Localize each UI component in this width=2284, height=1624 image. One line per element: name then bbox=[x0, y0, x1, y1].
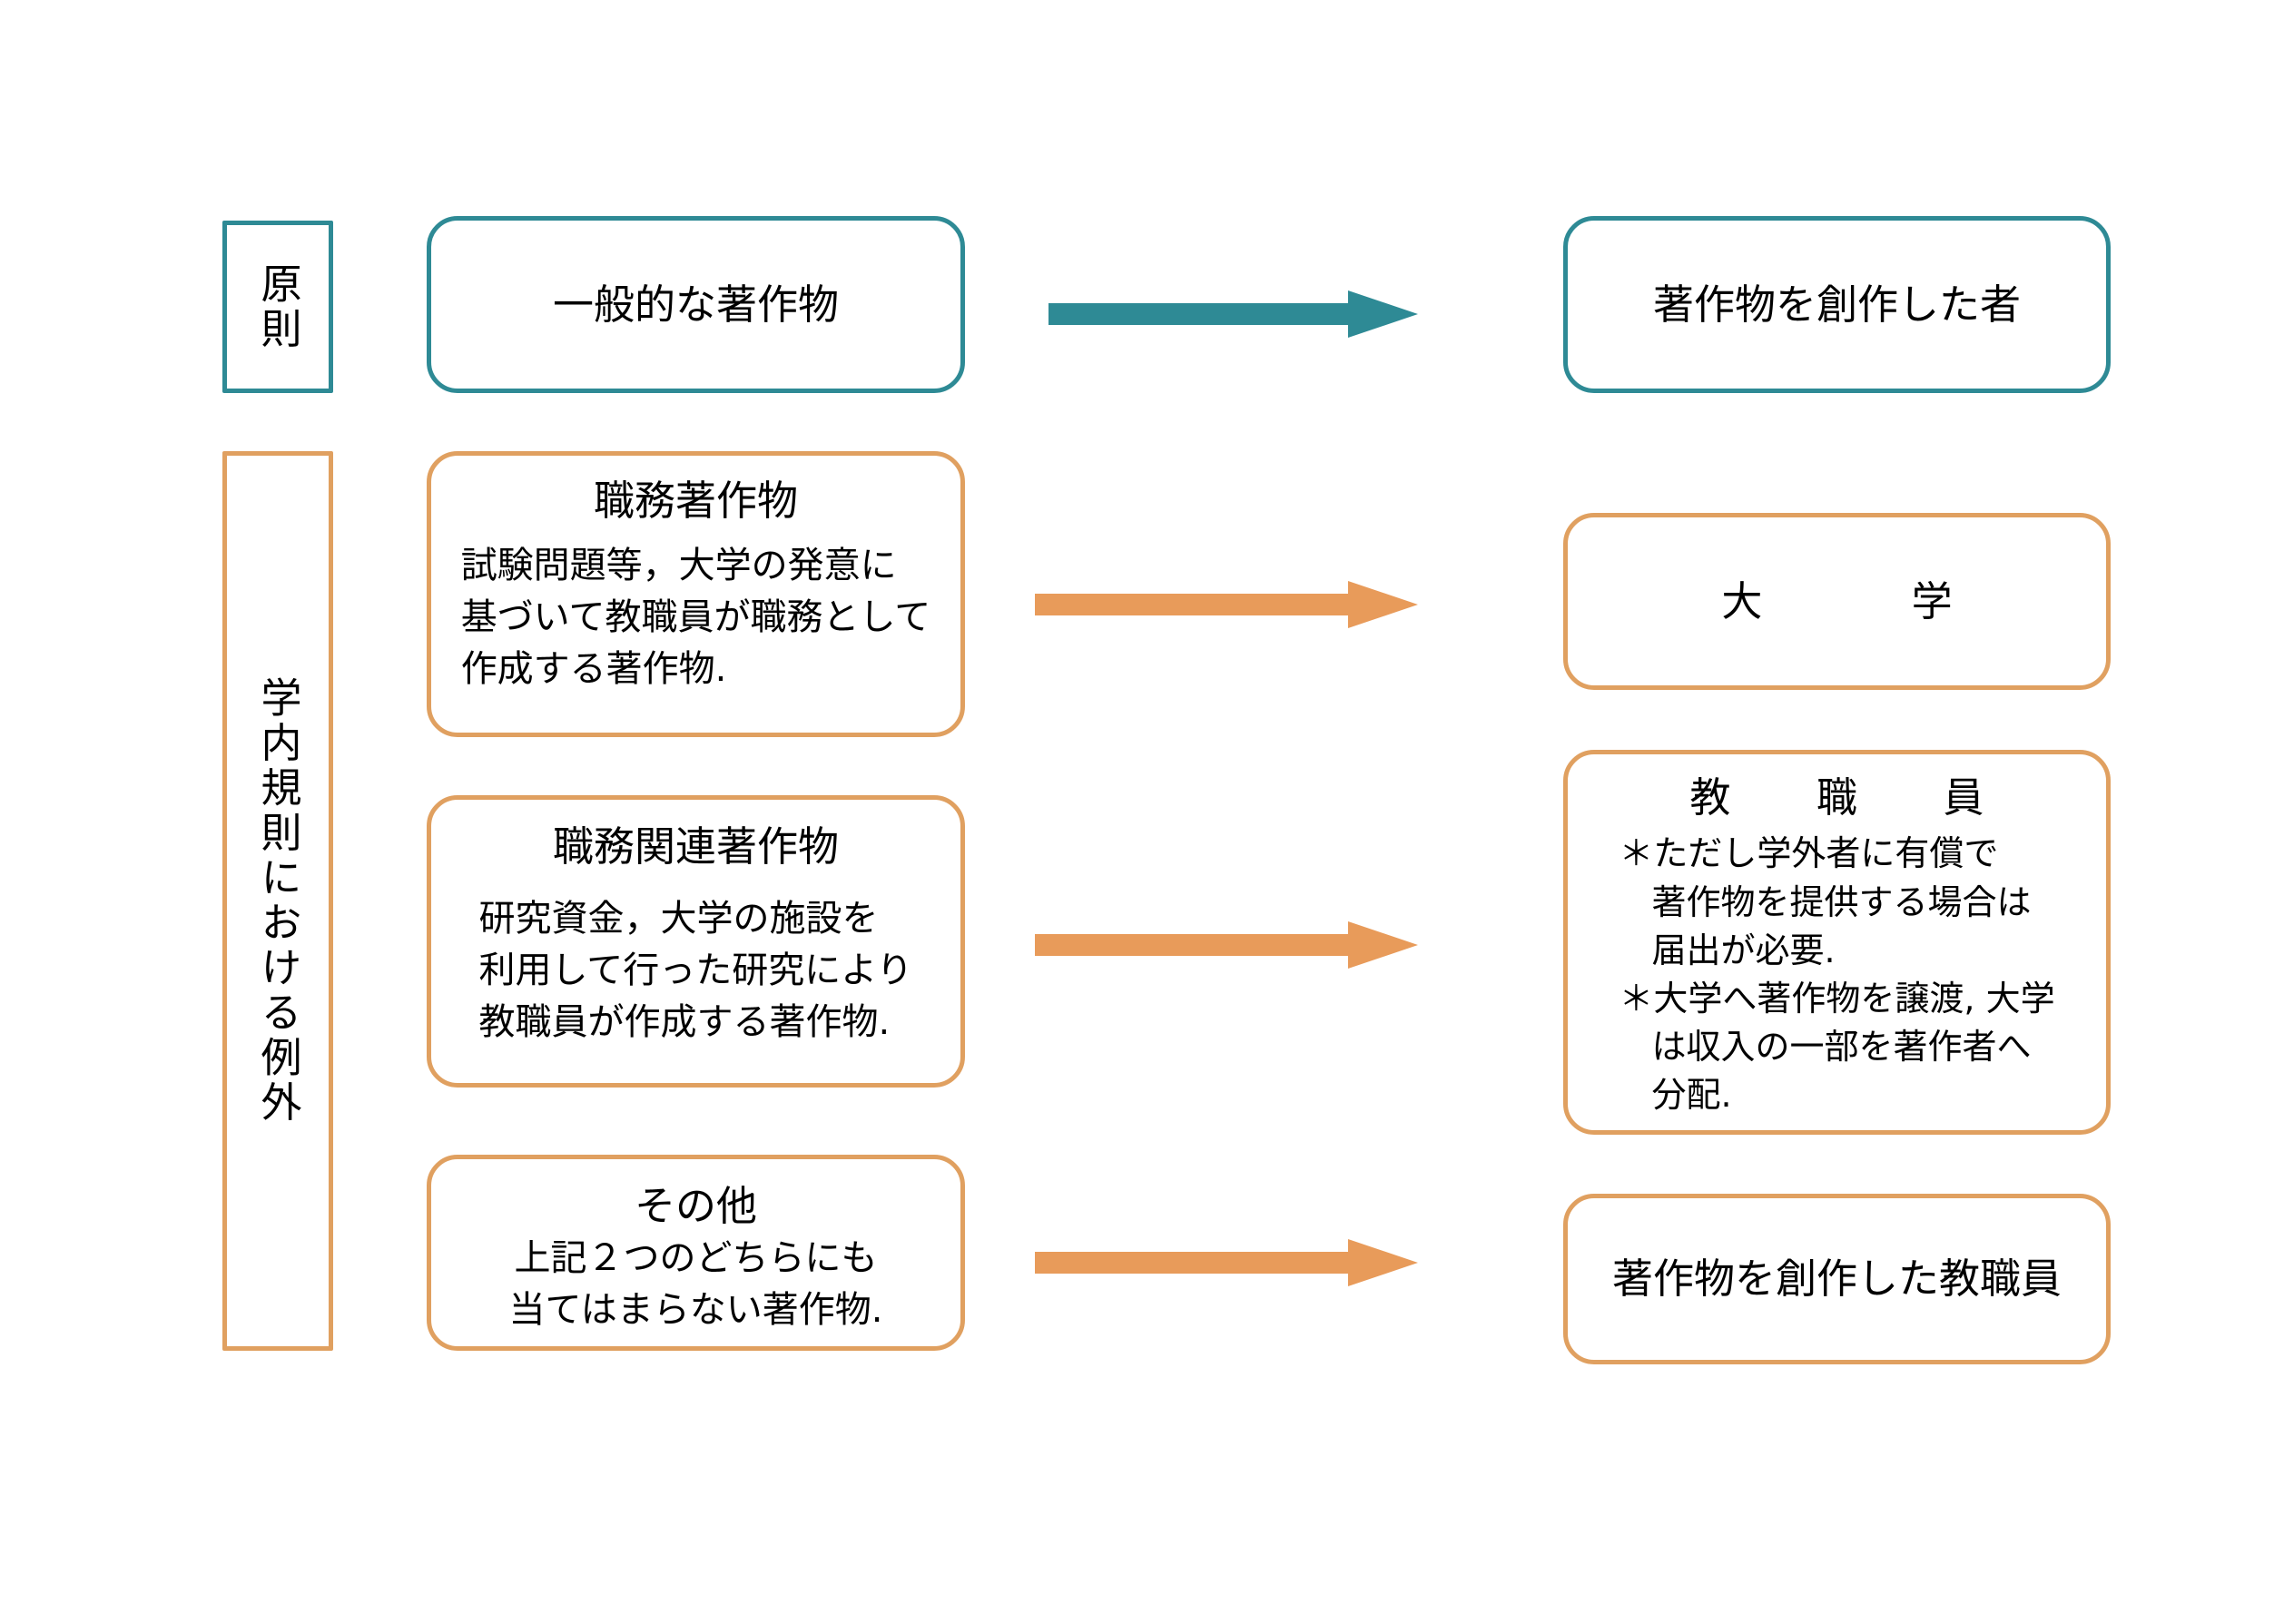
arrow-right-orange-work-for-hire bbox=[1035, 581, 1418, 628]
arrow-right-orange-other bbox=[1035, 1239, 1418, 1286]
source-body-line: 基づいて教職員が職務として bbox=[460, 596, 931, 639]
source-body-work-for-hire: 試験問題等，大学の発意に 基づいて教職員が職務として 作成する著作物. bbox=[461, 540, 931, 694]
arrow-right-orange-work-related bbox=[1035, 921, 1418, 969]
target-box-faculty-staff: 教 職 員 ＊ただし学外者に有償で 著作物を提供する場合は 届出が必要. ＊大学… bbox=[1563, 750, 2111, 1135]
target-title-creator-staff: 著作物を創作した教職員 bbox=[1611, 1255, 2062, 1304]
target-note-line: は収入の一部を著作者へ bbox=[1651, 1027, 2032, 1068]
section-tab-exception: 学内規則における例外 bbox=[222, 451, 333, 1351]
source-box-other: その他 上記２つのどちらにも 当てはまらない著作物. bbox=[427, 1155, 965, 1351]
source-body-other: 上記２つのどちらにも 当てはまらない著作物. bbox=[509, 1233, 883, 1336]
source-body-line: 作成する著作物. bbox=[460, 647, 727, 690]
target-note-line: 著作物を提供する場合は bbox=[1651, 881, 2032, 922]
arrow-right-teal-general-work bbox=[1048, 290, 1418, 338]
target-note-line: 届出が必要. bbox=[1651, 930, 1836, 970]
section-tab-exception-label: 学内規則における例外 bbox=[253, 676, 302, 1126]
target-box-university: 大 学 bbox=[1563, 513, 2111, 690]
target-note-line: ＊大学へ著作物を譲渡, 大学 bbox=[1619, 978, 2055, 1019]
source-body-line: 教職員が作成する著作物. bbox=[478, 1000, 891, 1043]
target-title-university: 大 学 bbox=[1721, 576, 1975, 625]
source-box-work-related: 職務関連著作物 研究資金，大学の施設を 利用して行った研究により 教職員が作成す… bbox=[427, 795, 965, 1088]
target-title-creator: 著作物を創作した者 bbox=[1652, 280, 2021, 329]
source-title-work-for-hire: 職務著作物 bbox=[593, 477, 798, 525]
source-body-line: 研究資金，大学の施設を bbox=[478, 898, 879, 940]
source-box-work-for-hire: 職務著作物 試験問題等，大学の発意に 基づいて教職員が職務として 作成する著作物… bbox=[427, 451, 965, 737]
source-body-line: 試験問題等，大学の発意に bbox=[460, 545, 897, 587]
source-title-other: その他 bbox=[634, 1182, 757, 1230]
target-body-faculty-staff: ＊ただし学外者に有償で 著作物を提供する場合は 届出が必要. ＊大学へ著作物を譲… bbox=[1619, 830, 2054, 1119]
target-box-creator: 著作物を創作した者 bbox=[1563, 216, 2111, 393]
section-tab-principle-label: 原則 bbox=[253, 261, 302, 352]
target-note-line: 分配. bbox=[1651, 1075, 1732, 1116]
source-title-general-work: 一般的な著作物 bbox=[552, 280, 839, 329]
source-body-line: 利用して行った研究により bbox=[478, 950, 913, 992]
target-box-creator-staff: 著作物を創作した教職員 bbox=[1563, 1194, 2111, 1364]
target-note-line: ＊ただし学外者に有償で bbox=[1619, 833, 1999, 874]
source-body-line: 当てはまらない著作物. bbox=[508, 1289, 883, 1332]
source-body-line: 上記２つのどちらにも bbox=[514, 1237, 878, 1280]
source-title-work-related: 職務関連著作物 bbox=[552, 822, 839, 871]
source-body-work-related: 研究資金，大学の施設を 利用して行った研究により 教職員が作成する著作物. bbox=[479, 893, 913, 1048]
section-tab-principle: 原則 bbox=[222, 221, 333, 393]
target-title-faculty-staff: 教 職 員 bbox=[1689, 773, 2007, 822]
source-box-general-work: 一般的な著作物 bbox=[427, 216, 965, 393]
